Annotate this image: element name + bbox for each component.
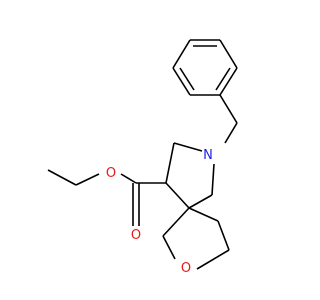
bond bbox=[173, 142, 203, 152]
bond bbox=[217, 220, 230, 251]
carbonyl-oxygen-label: O bbox=[131, 228, 141, 243]
bond bbox=[172, 67, 191, 96]
bond bbox=[188, 207, 219, 222]
bond bbox=[162, 235, 176, 260]
bond bbox=[188, 194, 213, 209]
ester-group bbox=[47, 169, 166, 226]
bond bbox=[165, 142, 175, 184]
bond bbox=[162, 207, 190, 237]
double-bond bbox=[215, 67, 231, 91]
benzene-ring bbox=[172, 39, 238, 96]
ester-oxygen-label: O bbox=[106, 166, 116, 181]
bond bbox=[219, 94, 238, 124]
bond bbox=[47, 169, 77, 186]
bond bbox=[196, 249, 230, 270]
bond bbox=[172, 39, 191, 69]
double-bond bbox=[179, 67, 195, 91]
bond bbox=[224, 122, 238, 144]
pyrrolidine-ring bbox=[165, 142, 215, 209]
molecule-drawing: N O O O bbox=[47, 39, 238, 276]
bond bbox=[219, 67, 238, 96]
bond bbox=[120, 173, 137, 184]
bond bbox=[219, 39, 238, 69]
ring-oxygen-label: O bbox=[181, 261, 191, 276]
bond bbox=[75, 173, 100, 186]
structure-canvas: N O O O bbox=[47, 39, 238, 276]
bond bbox=[211, 163, 215, 196]
nitrogen-label: N bbox=[203, 148, 213, 163]
bond bbox=[165, 182, 190, 209]
tetrahydrofuran-ring bbox=[162, 207, 230, 270]
